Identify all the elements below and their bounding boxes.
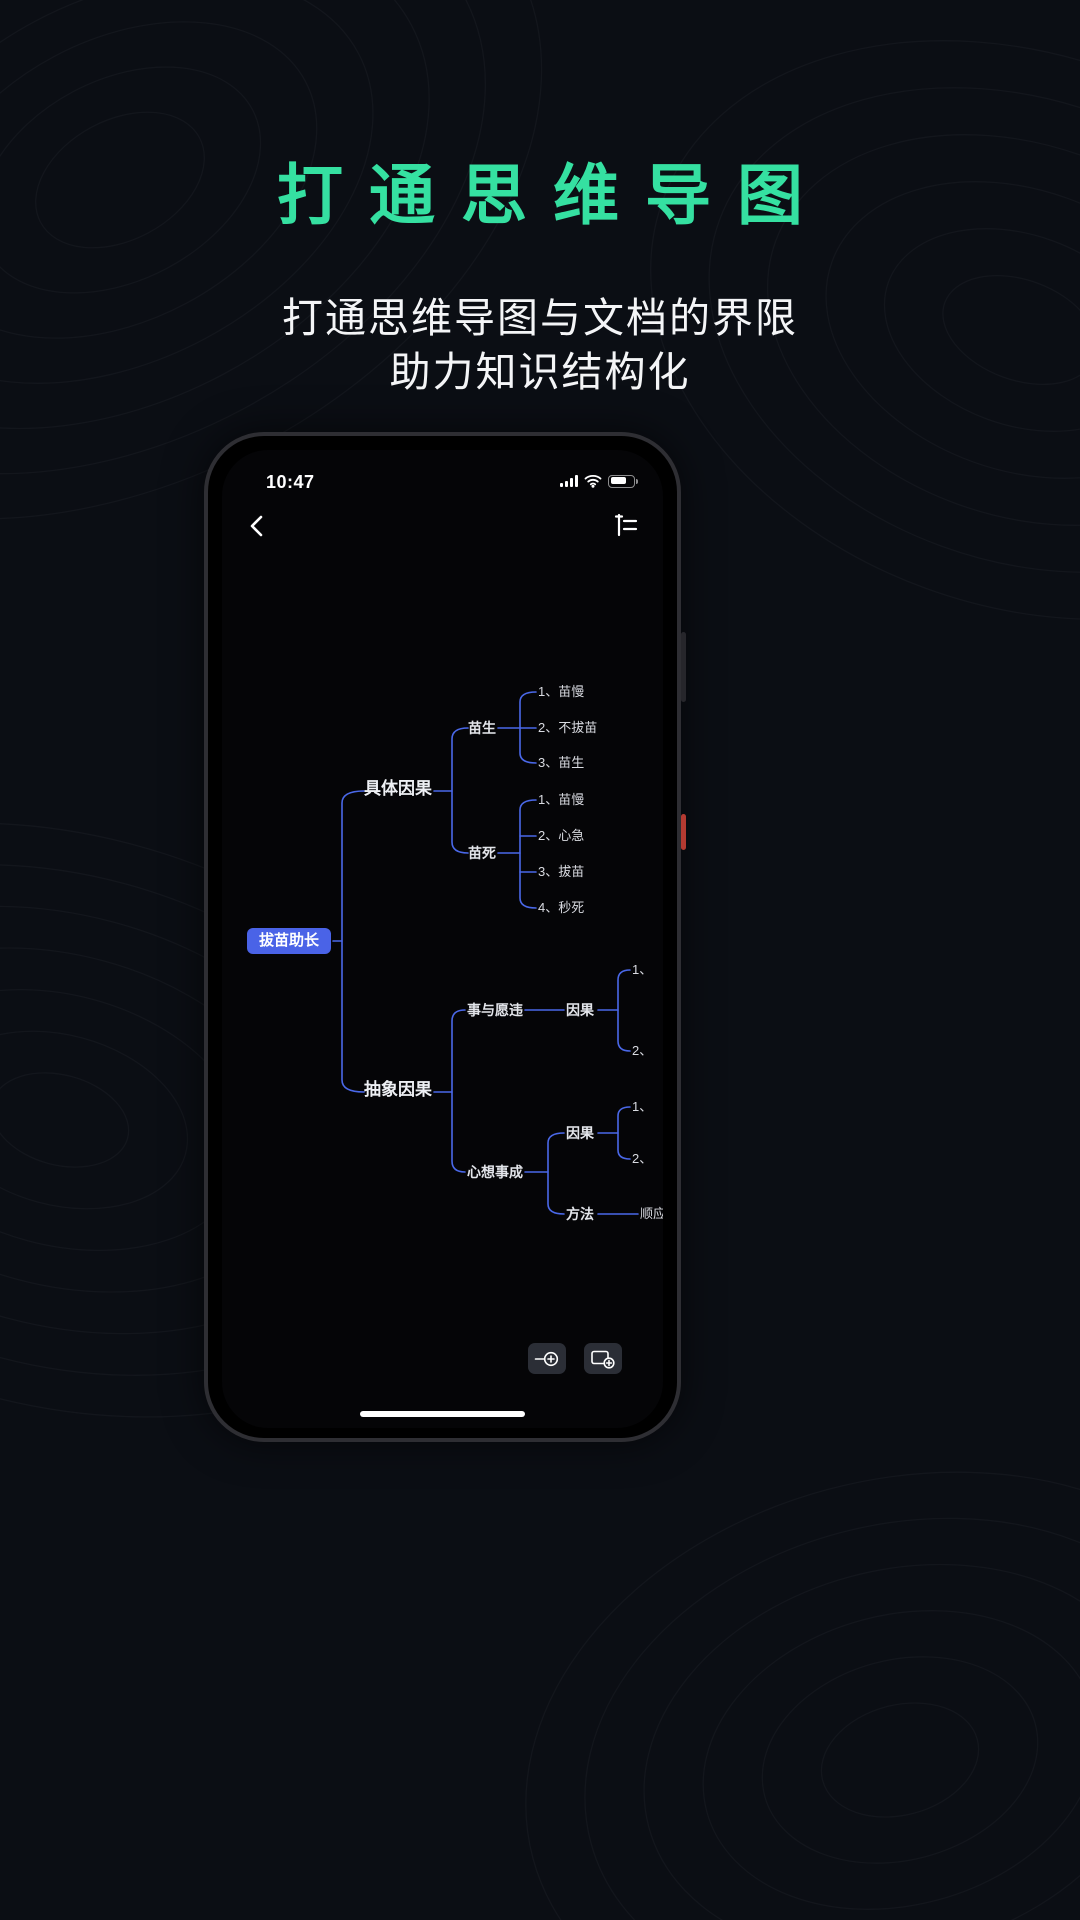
mindmap-root-node[interactable]: 拔苗助长 [247,928,332,954]
add-node-icon [591,1350,615,1369]
mindmap-leaf[interactable]: 顺应 [640,1206,663,1221]
mindmap-leaf[interactable]: 1、苗慢 [538,684,585,699]
mindmap-leaf[interactable]: 3、苗生 [538,755,585,770]
mindmap-leaf[interactable]: 2、 [632,1151,653,1166]
mindmap-leaf[interactable]: 4、秒死 [538,900,585,915]
phone-volume-button [681,632,686,702]
add-node-button[interactable] [584,1343,622,1374]
cellular-icon [560,475,578,487]
battery-icon [608,474,638,488]
wifi-icon [584,475,602,488]
mindmap-node-wither[interactable]: 苗死 [468,845,496,861]
mindmap-leaf[interactable]: 3、拔苗 [538,864,585,879]
status-icons [560,474,638,488]
mindmap-connectors [332,691,639,1215]
mindmap-node-method[interactable]: 方法 [566,1206,594,1222]
mindmap-leaf[interactable]: 2、心急 [538,828,585,843]
mindmap-node-concrete[interactable]: 具体因果 [364,779,432,798]
mindmap-node-against[interactable]: 事与愿违 [467,1002,523,1018]
mindmap-leaf[interactable]: 2、不拔苗 [538,720,598,735]
mindmap-node-sprout[interactable]: 苗生 [468,720,496,736]
mindmap-canvas[interactable]: 拔苗助长 具体因果 苗生 1、苗慢 2、不拔苗 3、苗生 苗死 1、苗慢 2、心… [222,450,663,1428]
mindmap-leaf[interactable]: 1、 [632,962,653,977]
home-indicator[interactable] [360,1411,525,1417]
phone-mockup: 10:47 [204,432,686,1442]
page-title: 打通思维导图 [277,158,829,232]
mindmap-leaf[interactable]: 2、 [632,1043,653,1058]
phone-power-button [681,814,686,850]
status-time: 10:47 [266,472,315,492]
locate-node-button[interactable] [528,1343,566,1374]
page-subtitle-line1: 打通思维导图与文档的界限 [282,295,798,341]
page-subtitle-line2: 助力知识结构化 [389,349,691,395]
outline-toggle-button[interactable] [613,512,639,538]
mindmap-leaf[interactable]: 1、苗慢 [538,792,585,807]
mindmap-node-cause-top[interactable]: 因果 [566,1002,594,1018]
locate-node-icon [534,1351,559,1366]
mindmap-node-fulfill[interactable]: 心想事成 [467,1164,523,1180]
phone-screen: 10:47 [222,450,663,1428]
mindmap-node-cause-bottom[interactable]: 因果 [566,1125,594,1141]
back-button[interactable] [244,512,272,540]
mindmap-leaf[interactable]: 1、 [632,1099,653,1114]
mindmap-node-abstract[interactable]: 抽象因果 [364,1080,432,1099]
